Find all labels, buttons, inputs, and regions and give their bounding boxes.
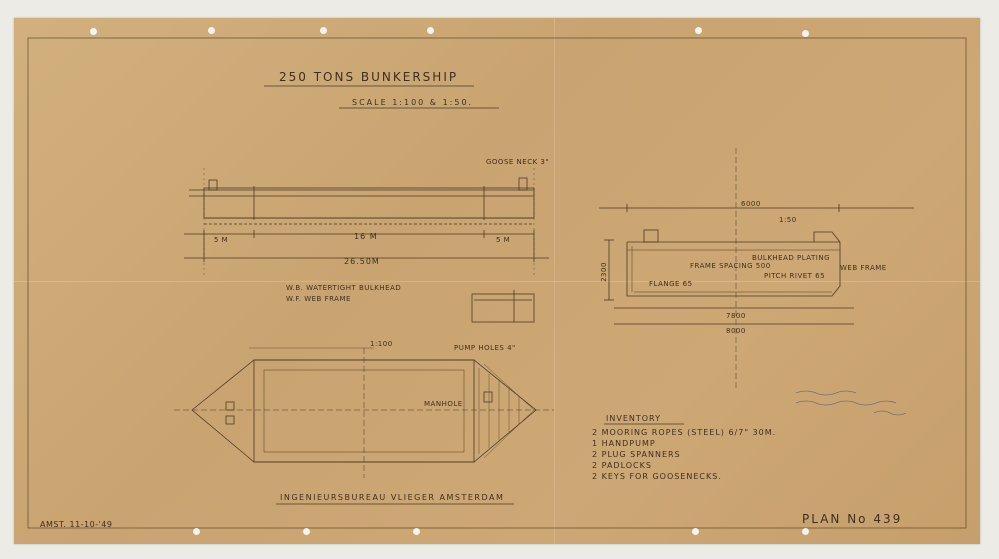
frame-detail xyxy=(471,290,535,323)
legend-wb: W.B. WATERTIGHT BULKHEAD xyxy=(286,284,402,292)
section-beam: 7800 xyxy=(726,312,746,320)
office-name: INGENIEURSBUREAU VLIEGER AMSTERDAM xyxy=(280,493,505,502)
legend-wf: W.F. WEB FRAME xyxy=(286,295,351,303)
pitch-rivet: PITCH RIVET 65 xyxy=(764,272,826,280)
frame-spacing: FRAME SPACING 500 xyxy=(690,262,771,270)
cross-section xyxy=(599,148,914,388)
section-depth: 2300 xyxy=(599,262,608,282)
punch-hole xyxy=(90,28,97,35)
fold-line xyxy=(14,281,980,282)
punch-hole xyxy=(695,27,702,34)
inventory-item: 2 KEYS FOR GOOSENECKS. xyxy=(592,472,722,481)
inventory-heading: INVENTORY xyxy=(606,414,661,423)
bulkhead-plating: BULKHEAD PLATING xyxy=(752,254,831,262)
ship-drawing xyxy=(27,37,967,529)
plan-number: PLAN No 439 xyxy=(802,512,903,526)
scale-label: SCALE 1:100 & 1:50. xyxy=(352,98,474,107)
blueprint-sheet: 250 TONS BUNKERSHIP SCALE 1:100 & 1:50. … xyxy=(14,18,980,544)
drawing-date: AMST. 11-10-'49 xyxy=(40,520,113,529)
punch-hole xyxy=(208,27,215,34)
punch-hole xyxy=(413,528,420,535)
inventory-item: 2 PLUG SPANNERS xyxy=(592,450,681,459)
punch-hole xyxy=(802,528,809,535)
plan-scale: 1:100 xyxy=(370,340,393,348)
punch-hole xyxy=(320,27,327,34)
plan-view xyxy=(174,348,554,478)
side-elevation xyxy=(184,168,549,278)
dim-mid-length: 16 M xyxy=(354,232,378,241)
inventory-item: 1 HANDPUMP xyxy=(592,439,656,448)
punch-hole xyxy=(802,30,809,37)
punch-hole xyxy=(303,528,310,535)
web-frame: WEB FRAME xyxy=(840,264,887,272)
section-width: 6000 xyxy=(741,200,761,208)
inventory-item: 2 PADLOCKS xyxy=(592,461,652,470)
punch-hole xyxy=(427,27,434,34)
punch-hole xyxy=(692,528,699,535)
goose-neck-note: GOOSE NECK 3" xyxy=(486,158,550,166)
manhole-note: MANHOLE xyxy=(424,400,463,408)
drawing-title: 250 TONS BUNKERSHIP xyxy=(279,70,459,84)
inventory-item: 2 MOORING ROPES (STEEL) 6/7" 30M. xyxy=(592,428,777,437)
dim-end-fore: 5 M xyxy=(214,236,229,244)
punch-hole xyxy=(193,528,200,535)
section-bottom: 8000 xyxy=(726,327,746,335)
flange: FLANGE 65 xyxy=(649,280,693,288)
dim-overall-length: 26.50M xyxy=(344,257,380,266)
pencil-note xyxy=(795,390,907,416)
fold-line xyxy=(554,18,555,544)
section-scale: 1:50 xyxy=(779,216,797,224)
pump-holes-note: PUMP HOLES 4" xyxy=(454,344,516,352)
dim-end-aft: 5 M xyxy=(496,236,511,244)
